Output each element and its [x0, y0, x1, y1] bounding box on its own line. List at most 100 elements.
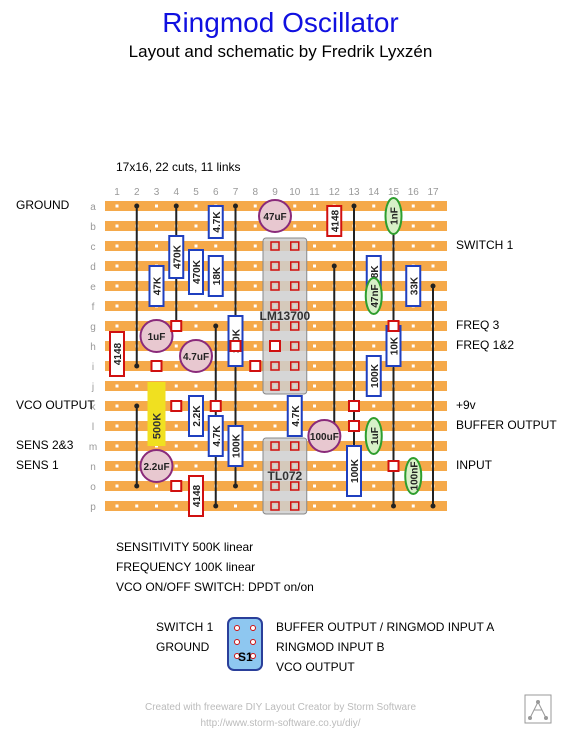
strip-hole: [174, 504, 178, 508]
strip-hole: [431, 204, 435, 208]
strip-hole: [115, 424, 119, 428]
column-label: 16: [408, 187, 420, 198]
strip-hole: [174, 444, 178, 448]
column-label: 14: [368, 187, 380, 198]
strip-cut: [150, 360, 163, 372]
strip-hole: [313, 224, 316, 228]
note-frequency: FREQUENCY 100K linear: [116, 560, 256, 574]
strip-hole: [194, 204, 198, 208]
ic-pin: [270, 301, 280, 311]
link-end: [134, 203, 140, 209]
strip-hole: [313, 364, 316, 368]
strip-hole: [352, 504, 356, 508]
resistor-label: 100K: [370, 363, 381, 388]
electrolytic-capacitor: [307, 419, 342, 453]
strip-hole: [372, 224, 376, 228]
resistor-label: 4.7K: [212, 425, 223, 447]
strip-hole: [313, 304, 316, 308]
strip-hole: [253, 204, 257, 208]
page-title: Ringmod Oscillator: [162, 7, 399, 38]
electrolytic-capacitor: [139, 449, 174, 483]
board-info: 17x16, 22 cuts, 11 links: [116, 160, 241, 174]
strip-cut: [387, 460, 400, 472]
left-label: SENS 2&3: [16, 438, 74, 452]
diy-logo-icon: [524, 694, 552, 724]
row-label: e: [90, 282, 96, 293]
row-label: p: [90, 502, 96, 513]
pot-label: 500K: [152, 413, 164, 439]
strip-cut: [249, 360, 262, 372]
strip-hole: [253, 344, 257, 348]
strip-hole: [253, 424, 257, 428]
diode: [109, 331, 125, 377]
strip-hole: [115, 484, 119, 488]
strip-hole: [253, 464, 257, 468]
strip-hole: [411, 244, 415, 248]
strip-hole: [372, 244, 376, 248]
link-end: [233, 203, 238, 209]
strip-hole: [332, 464, 336, 468]
ic-pin: [270, 481, 280, 491]
ic-pin: [270, 381, 280, 391]
strip-hole: [115, 224, 119, 228]
capacitor-label: 100uF: [310, 432, 339, 443]
row-label: o: [90, 482, 96, 493]
resistor: [207, 205, 224, 239]
column-label: 11: [309, 187, 320, 198]
strip-hole: [253, 484, 257, 488]
strip-hole: [431, 264, 435, 268]
left-label: VCO OUTPUT: [16, 398, 95, 412]
strip-hole: [253, 244, 257, 248]
ic-pin: [290, 501, 300, 511]
row-label: a: [90, 202, 96, 213]
strip-cut: [170, 480, 183, 492]
strip-hole: [372, 504, 376, 508]
link-end: [430, 283, 436, 289]
strip-hole: [372, 404, 376, 408]
resistor: [207, 255, 224, 297]
ic-pin: [290, 241, 300, 251]
strip-hole: [194, 444, 198, 448]
right-label: FREQ 3: [456, 318, 500, 332]
resistor: [405, 265, 422, 307]
column-label: 5: [193, 187, 199, 198]
strip-cut: [348, 420, 360, 432]
column-label: 12: [329, 187, 341, 198]
column-label: 10: [289, 187, 301, 198]
strip-hole: [372, 484, 376, 488]
strip-hole: [332, 504, 336, 508]
film-capacitor: [404, 457, 423, 495]
column-label: 15: [388, 187, 400, 198]
ic-tl072: [262, 437, 308, 515]
strip-hole: [411, 344, 415, 348]
row-label: d: [90, 262, 96, 273]
link-end: [134, 403, 140, 409]
resistor-label: 10K: [390, 336, 401, 355]
link-end: [213, 503, 219, 509]
strip-hole: [253, 264, 257, 268]
strip-hole: [411, 204, 415, 208]
strip-hole: [313, 504, 316, 508]
column-label: 7: [233, 187, 239, 198]
capacitor-label: 4.7uF: [183, 352, 209, 363]
switch-label-switch1: SWITCH 1: [156, 620, 214, 634]
right-label: SWITCH 1: [456, 238, 514, 252]
strip-hole: [313, 204, 316, 208]
strip-hole: [372, 344, 376, 348]
strip-hole: [155, 504, 158, 508]
strip-hole: [174, 464, 178, 468]
ic-pin: [290, 441, 300, 451]
strip-hole: [313, 284, 316, 288]
strip-hole: [174, 344, 178, 348]
row-label: l: [92, 422, 94, 433]
capacitor-label: 47nF: [370, 284, 381, 307]
strip-hole: [155, 244, 158, 248]
ic-pin: [290, 381, 300, 391]
strip-hole: [115, 384, 119, 388]
strip-hole: [253, 444, 257, 448]
resistor: [148, 265, 165, 307]
resistor-label: 2.2K: [192, 405, 203, 427]
switch-label-ringmod-b: RINGMOD INPUT B: [276, 640, 385, 654]
ic-pin: [270, 321, 280, 331]
strip-hole: [194, 244, 198, 248]
